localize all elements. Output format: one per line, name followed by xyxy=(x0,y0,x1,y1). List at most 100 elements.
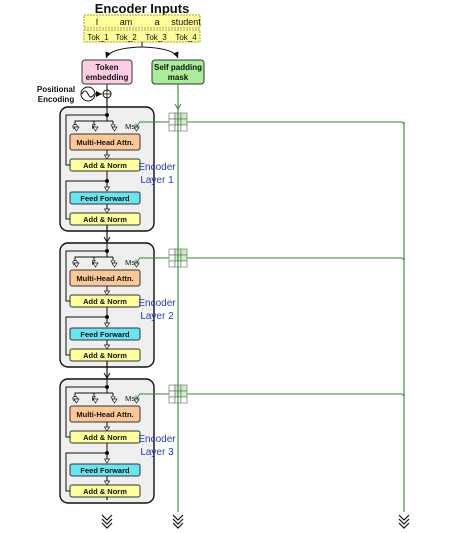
residual-path-2 xyxy=(65,316,107,356)
input-label-q: Q xyxy=(72,258,78,267)
add-norm-box-2 xyxy=(69,212,141,226)
input-label-k: K xyxy=(91,122,96,131)
attention-label: Multi-Head Attn. xyxy=(76,410,133,419)
layer-label-line1: Encoder xyxy=(138,434,176,445)
mask-cell xyxy=(168,112,176,120)
mask-to-msk-line xyxy=(135,121,169,128)
input-arrow xyxy=(73,126,80,132)
mask-cell xyxy=(180,124,188,132)
feed-forward-label: Feed Forward xyxy=(80,330,130,339)
svg-text:Encoding: Encoding xyxy=(38,95,75,104)
mask-cell xyxy=(180,390,188,398)
mask-to-msk-line xyxy=(135,257,169,264)
input-label-msk: Msk xyxy=(125,394,139,403)
flow-arrow xyxy=(103,426,111,432)
flow-arrow xyxy=(103,322,111,328)
chevron-down-icon xyxy=(101,522,113,529)
layer-label-line1: Encoder xyxy=(138,162,176,173)
chevron-down-icon xyxy=(398,514,410,521)
add-norm-box-2 xyxy=(69,348,141,362)
title: Encoder Inputs xyxy=(95,1,190,16)
svg-text:embedding: embedding xyxy=(86,73,129,82)
chevron-down-icon xyxy=(174,103,182,110)
flow-arrow xyxy=(103,208,111,214)
token-branch-arrows xyxy=(105,42,179,59)
token-4: Tok_4 xyxy=(175,33,197,42)
svg-text:Self padding: Self padding xyxy=(154,63,202,72)
mask-cell xyxy=(168,384,176,392)
add-norm-box-1 xyxy=(69,294,141,308)
word-1: I xyxy=(96,17,99,27)
svg-text:Token: Token xyxy=(96,63,119,72)
chevron-down-icon xyxy=(101,518,113,525)
flow-arrow xyxy=(103,480,111,486)
chevron-down-icon xyxy=(103,372,111,379)
chevron-down-icon xyxy=(101,514,113,521)
input-label-v: V xyxy=(110,258,115,267)
add-norm-label-2: Add & Norm xyxy=(83,351,127,360)
mask-cell xyxy=(168,254,176,262)
token-embedding-box: Token embedding xyxy=(81,59,133,85)
positional-encoding: Positional Encoding xyxy=(37,84,112,104)
feed-forward-box xyxy=(69,191,141,205)
input-label-k: K xyxy=(91,394,96,403)
layer-label-line1: Encoder xyxy=(138,298,176,309)
input-label-q: Q xyxy=(72,122,78,131)
input-arrow xyxy=(92,398,99,404)
word-4: student xyxy=(171,17,201,27)
input-label-msk: Msk xyxy=(125,122,139,131)
mask-cell xyxy=(168,118,176,126)
feed-forward-box xyxy=(69,327,141,341)
flow-arrow xyxy=(103,458,111,464)
token-1: Tok_1 xyxy=(87,33,109,42)
attention-label: Multi-Head Attn. xyxy=(76,138,133,147)
input-arrow xyxy=(73,262,80,268)
word-3: a xyxy=(154,17,159,27)
residual-path-2 xyxy=(65,180,107,220)
chevron-down-icon xyxy=(172,514,184,521)
add-norm-label-2: Add & Norm xyxy=(83,215,127,224)
words-row: I am a student xyxy=(83,14,201,29)
self-padding-mask-box: Self padding mask xyxy=(151,59,205,85)
input-label-v: V xyxy=(110,394,115,403)
mask-cell xyxy=(180,112,188,120)
mask-to-output-line xyxy=(187,393,405,399)
mask-cell xyxy=(180,118,188,126)
add-norm-box-2 xyxy=(69,484,141,498)
chevron-down-icon xyxy=(398,518,410,525)
add-norm-label-2: Add & Norm xyxy=(83,487,127,496)
add-norm-label-1: Add & Norm xyxy=(83,161,127,170)
multi-head-attention-box xyxy=(69,405,141,423)
flow-arrow xyxy=(103,186,111,192)
input-label-msk: Msk xyxy=(125,258,139,267)
svg-text:mask: mask xyxy=(168,73,189,82)
mask-to-output-line xyxy=(187,121,405,127)
input-arrow xyxy=(73,398,80,404)
mask-cell xyxy=(180,384,188,392)
chevron-down-icon xyxy=(398,522,410,529)
input-label-k: K xyxy=(91,258,96,267)
residual-path-1 xyxy=(65,114,107,166)
word-2: am xyxy=(120,17,133,27)
mask-to-msk-line xyxy=(135,393,169,400)
mask-cell xyxy=(168,260,176,268)
svg-text:Positional: Positional xyxy=(37,85,75,94)
residual-path-2 xyxy=(65,452,107,492)
mask-cell xyxy=(180,260,188,268)
attention-label: Multi-Head Attn. xyxy=(76,274,133,283)
add-norm-label-1: Add & Norm xyxy=(83,433,127,442)
chevron-down-icon xyxy=(103,236,111,243)
mask-cell xyxy=(168,396,176,404)
chevron-down-icon xyxy=(172,522,184,529)
layer-label-line2: Layer 3 xyxy=(140,447,174,458)
mask-to-output-line xyxy=(187,257,405,263)
mask-cell xyxy=(180,396,188,404)
multi-head-attention-box xyxy=(69,269,141,287)
feed-forward-label: Feed Forward xyxy=(80,466,130,475)
input-arrow xyxy=(92,262,99,268)
